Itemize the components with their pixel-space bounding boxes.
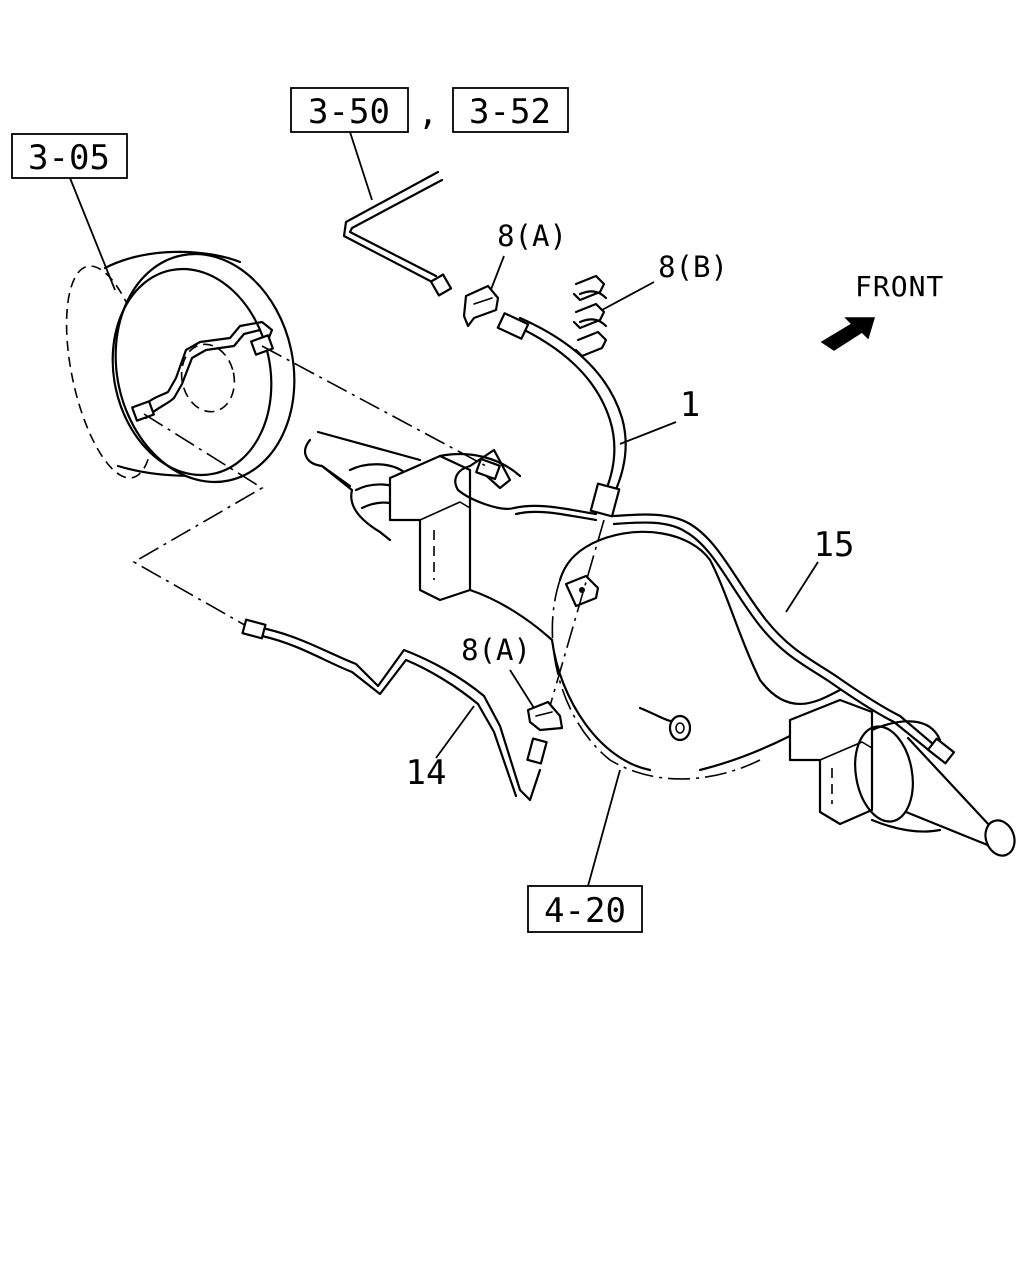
ref-4-20-box	[527, 885, 643, 933]
part-14-callout[interactable]: 14	[406, 705, 475, 793]
ref-3-50-box	[290, 87, 409, 133]
part-1-label: 1	[680, 385, 700, 425]
ref-4-20-label: 4-20	[544, 891, 626, 931]
part-14-label: 14	[406, 753, 447, 793]
ref-3-05-leader	[69, 177, 116, 291]
part-8b-leader	[601, 281, 655, 311]
ref-3-52-label: 3-52	[469, 92, 551, 132]
pipe-15-end-nut	[926, 737, 956, 765]
axle-breather	[668, 714, 692, 742]
part-8a-top-leader	[489, 255, 505, 293]
hose-end-fitting-bottom	[589, 482, 621, 518]
ref-4-20-leader	[587, 769, 621, 887]
hose-end-fitting-top	[496, 312, 530, 340]
parking-pipe-nut	[429, 273, 453, 297]
part-1-leader	[619, 421, 677, 445]
ref-3-50-leader	[349, 131, 373, 201]
ref-4-20-callout[interactable]: 4-20	[527, 769, 643, 933]
upper-pipe-nut	[475, 457, 501, 481]
brake-pipe-14	[241, 618, 548, 802]
rear-axle-housing	[304, 430, 1016, 857]
part-14-leader	[435, 705, 475, 759]
parking-brake-pipe	[342, 170, 453, 297]
ref-3-05-box	[11, 133, 128, 179]
ref-3-52-callout[interactable]: 3-52	[452, 87, 569, 133]
ref-separator: ,	[418, 93, 438, 133]
clip-8b-stack	[572, 274, 608, 358]
pipe-14-fitting	[526, 737, 548, 765]
part-15-callout[interactable]: 15	[785, 525, 855, 613]
drum-fitting-lower	[131, 400, 155, 422]
part-15-leader	[785, 561, 819, 613]
brake-drum	[65, 250, 296, 484]
flexible-brake-hose	[496, 312, 627, 518]
ref-3-50-callout[interactable]: 3-50	[290, 87, 409, 133]
part-1-callout[interactable]: 1	[619, 385, 700, 445]
part-8a-top-label: 8(A)	[497, 219, 567, 253]
ref-3-05-label: 3-05	[28, 138, 110, 178]
brake-pipe-upper-left	[454, 448, 598, 522]
ref-3-50-label: 3-50	[308, 92, 390, 132]
part-8a-bottom-leader	[509, 669, 535, 709]
part-8a-top-callout[interactable]: 8(A)	[489, 219, 567, 293]
clip-8a-bottom	[526, 700, 564, 732]
ref-3-52-box	[452, 87, 569, 133]
part-8b-label: 8(B)	[658, 250, 728, 284]
assembly-centerlines	[132, 345, 605, 707]
front-label: FRONT	[855, 270, 944, 303]
ref-3-05-callout[interactable]: 3-05	[11, 133, 128, 291]
drum-fitting-upper	[250, 334, 274, 356]
pipe-14-end-nut	[241, 618, 267, 640]
part-8a-bottom-callout[interactable]: 8(A)	[461, 633, 535, 709]
front-direction-indicator: FRONT	[820, 270, 944, 351]
part-15-label: 15	[814, 525, 855, 565]
clip-8a-top	[462, 284, 500, 328]
housing-bracket-hole	[579, 587, 585, 593]
part-8a-bottom-label: 8(A)	[461, 633, 531, 667]
front-arrow-icon	[820, 317, 876, 351]
brake-pipe-15	[612, 513, 956, 765]
part-8b-callout[interactable]: 8(B)	[601, 250, 728, 311]
